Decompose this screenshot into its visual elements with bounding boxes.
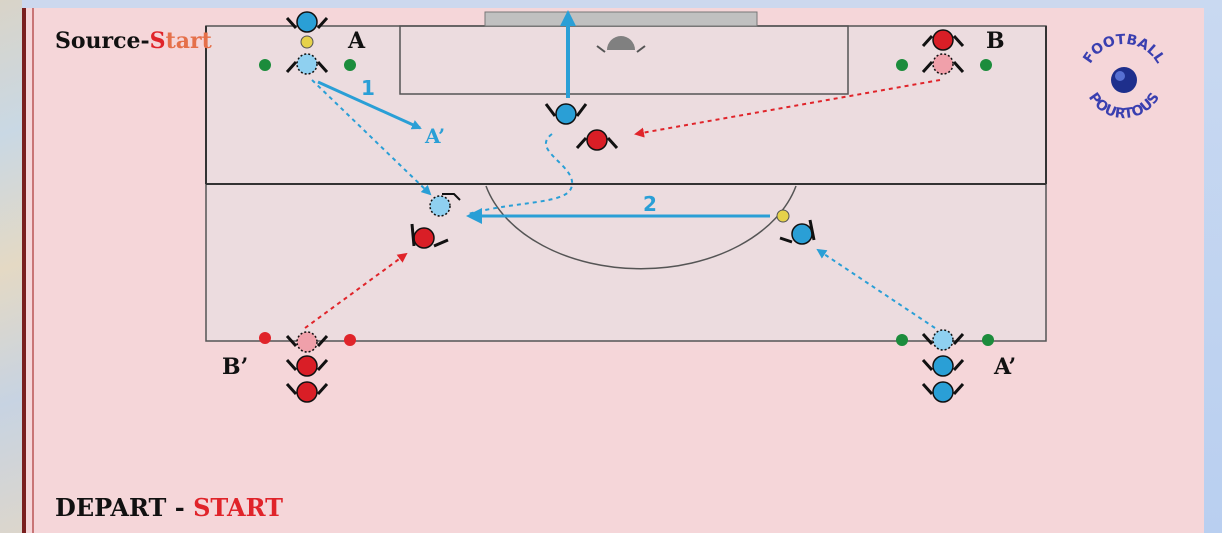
player-light-blue xyxy=(285,53,329,75)
dribble-arrow xyxy=(467,133,574,215)
cone-green xyxy=(896,334,908,346)
goalkeeper xyxy=(596,36,646,53)
player-pink xyxy=(285,331,329,353)
logo-bottom-text: POURTOUS xyxy=(1085,90,1163,122)
logo-top-text: FOOTBALL xyxy=(1080,32,1167,67)
goal xyxy=(484,11,758,27)
pass-number-2: 2 xyxy=(643,192,657,216)
player-blue xyxy=(779,219,816,245)
source-start-label: Source-Start xyxy=(55,28,212,54)
cone-green xyxy=(259,59,271,71)
cone-green xyxy=(344,59,356,71)
depart-start-label: DEPART - START xyxy=(55,493,283,522)
run-arrow-b xyxy=(634,79,941,138)
player-blue xyxy=(544,103,588,125)
cone-green xyxy=(896,59,908,71)
ball-icon xyxy=(776,209,790,223)
label-b-prime: B’ xyxy=(222,354,249,380)
penalty-arc xyxy=(485,185,797,270)
label-a-prime: A’ xyxy=(994,354,1017,380)
player-red xyxy=(285,355,329,377)
pass-number-1: 1 xyxy=(361,76,375,100)
cone-green xyxy=(982,334,994,346)
left-decorative-strip xyxy=(0,0,22,533)
player-red xyxy=(285,381,329,403)
label-a: A xyxy=(348,28,366,54)
run-arrow-b-prime xyxy=(304,252,408,329)
frame-line xyxy=(32,8,34,533)
player-red xyxy=(575,129,619,151)
player-red xyxy=(921,29,965,51)
svg-text:POURTOUS: POURTOUS xyxy=(1085,90,1163,122)
player-pink xyxy=(921,53,965,75)
player-light-blue xyxy=(921,329,965,351)
player-blue xyxy=(921,355,965,377)
ball-icon xyxy=(300,35,314,49)
cone-red xyxy=(344,334,356,346)
cone-red xyxy=(259,332,271,344)
label-b: B xyxy=(986,28,1005,54)
player-blue xyxy=(921,381,965,403)
label-a-prime-target: A’ xyxy=(425,124,446,148)
player-red xyxy=(410,223,449,249)
pass-arrow-1 xyxy=(317,80,422,130)
run-arrow-a xyxy=(311,79,432,196)
player-light-blue xyxy=(429,193,461,217)
football-pour-tous-logo: FOOTBALL POURTOUS xyxy=(1080,32,1167,123)
right-decorative-strip xyxy=(1200,0,1222,533)
player-blue xyxy=(285,11,329,33)
svg-text:FOOTBALL: FOOTBALL xyxy=(1080,32,1167,67)
cone-green xyxy=(980,59,992,71)
